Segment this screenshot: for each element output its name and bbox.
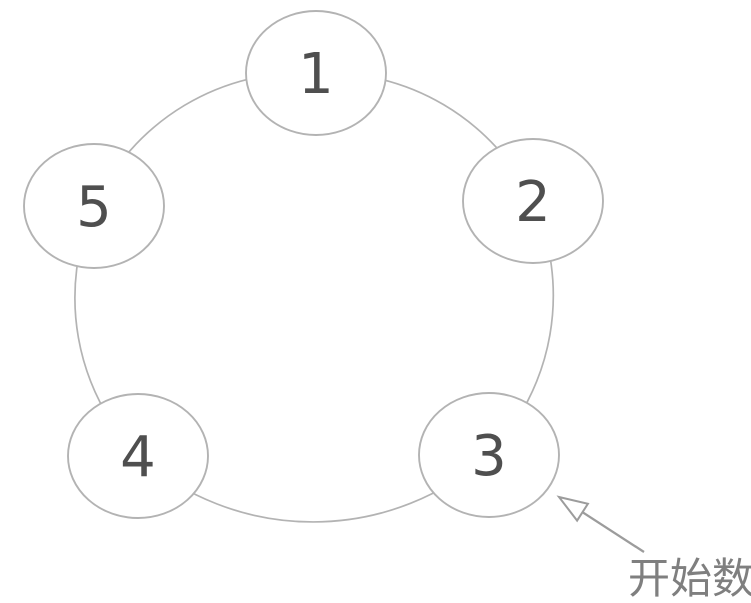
node-number: 1	[298, 42, 334, 107]
node-number: 4	[120, 425, 156, 490]
arrow-head-icon	[556, 495, 590, 523]
node-circle	[67, 393, 209, 519]
node-2: 2	[462, 138, 604, 264]
start-arrow	[556, 495, 645, 553]
arrow-line	[581, 511, 645, 553]
node-5: 5	[23, 143, 165, 269]
node-number: 3	[471, 424, 507, 489]
node-number: 5	[76, 175, 112, 240]
node-circle	[462, 138, 604, 264]
start-label: 开始数	[628, 554, 751, 603]
node-circle	[23, 143, 165, 269]
node-1: 1	[245, 10, 387, 136]
node-number: 2	[515, 170, 551, 235]
nodes-layer: 1 2 3 4 5	[23, 10, 604, 519]
node-3: 3	[418, 392, 560, 518]
node-circle	[245, 10, 387, 136]
node-circle	[418, 392, 560, 518]
node-4: 4	[67, 393, 209, 519]
